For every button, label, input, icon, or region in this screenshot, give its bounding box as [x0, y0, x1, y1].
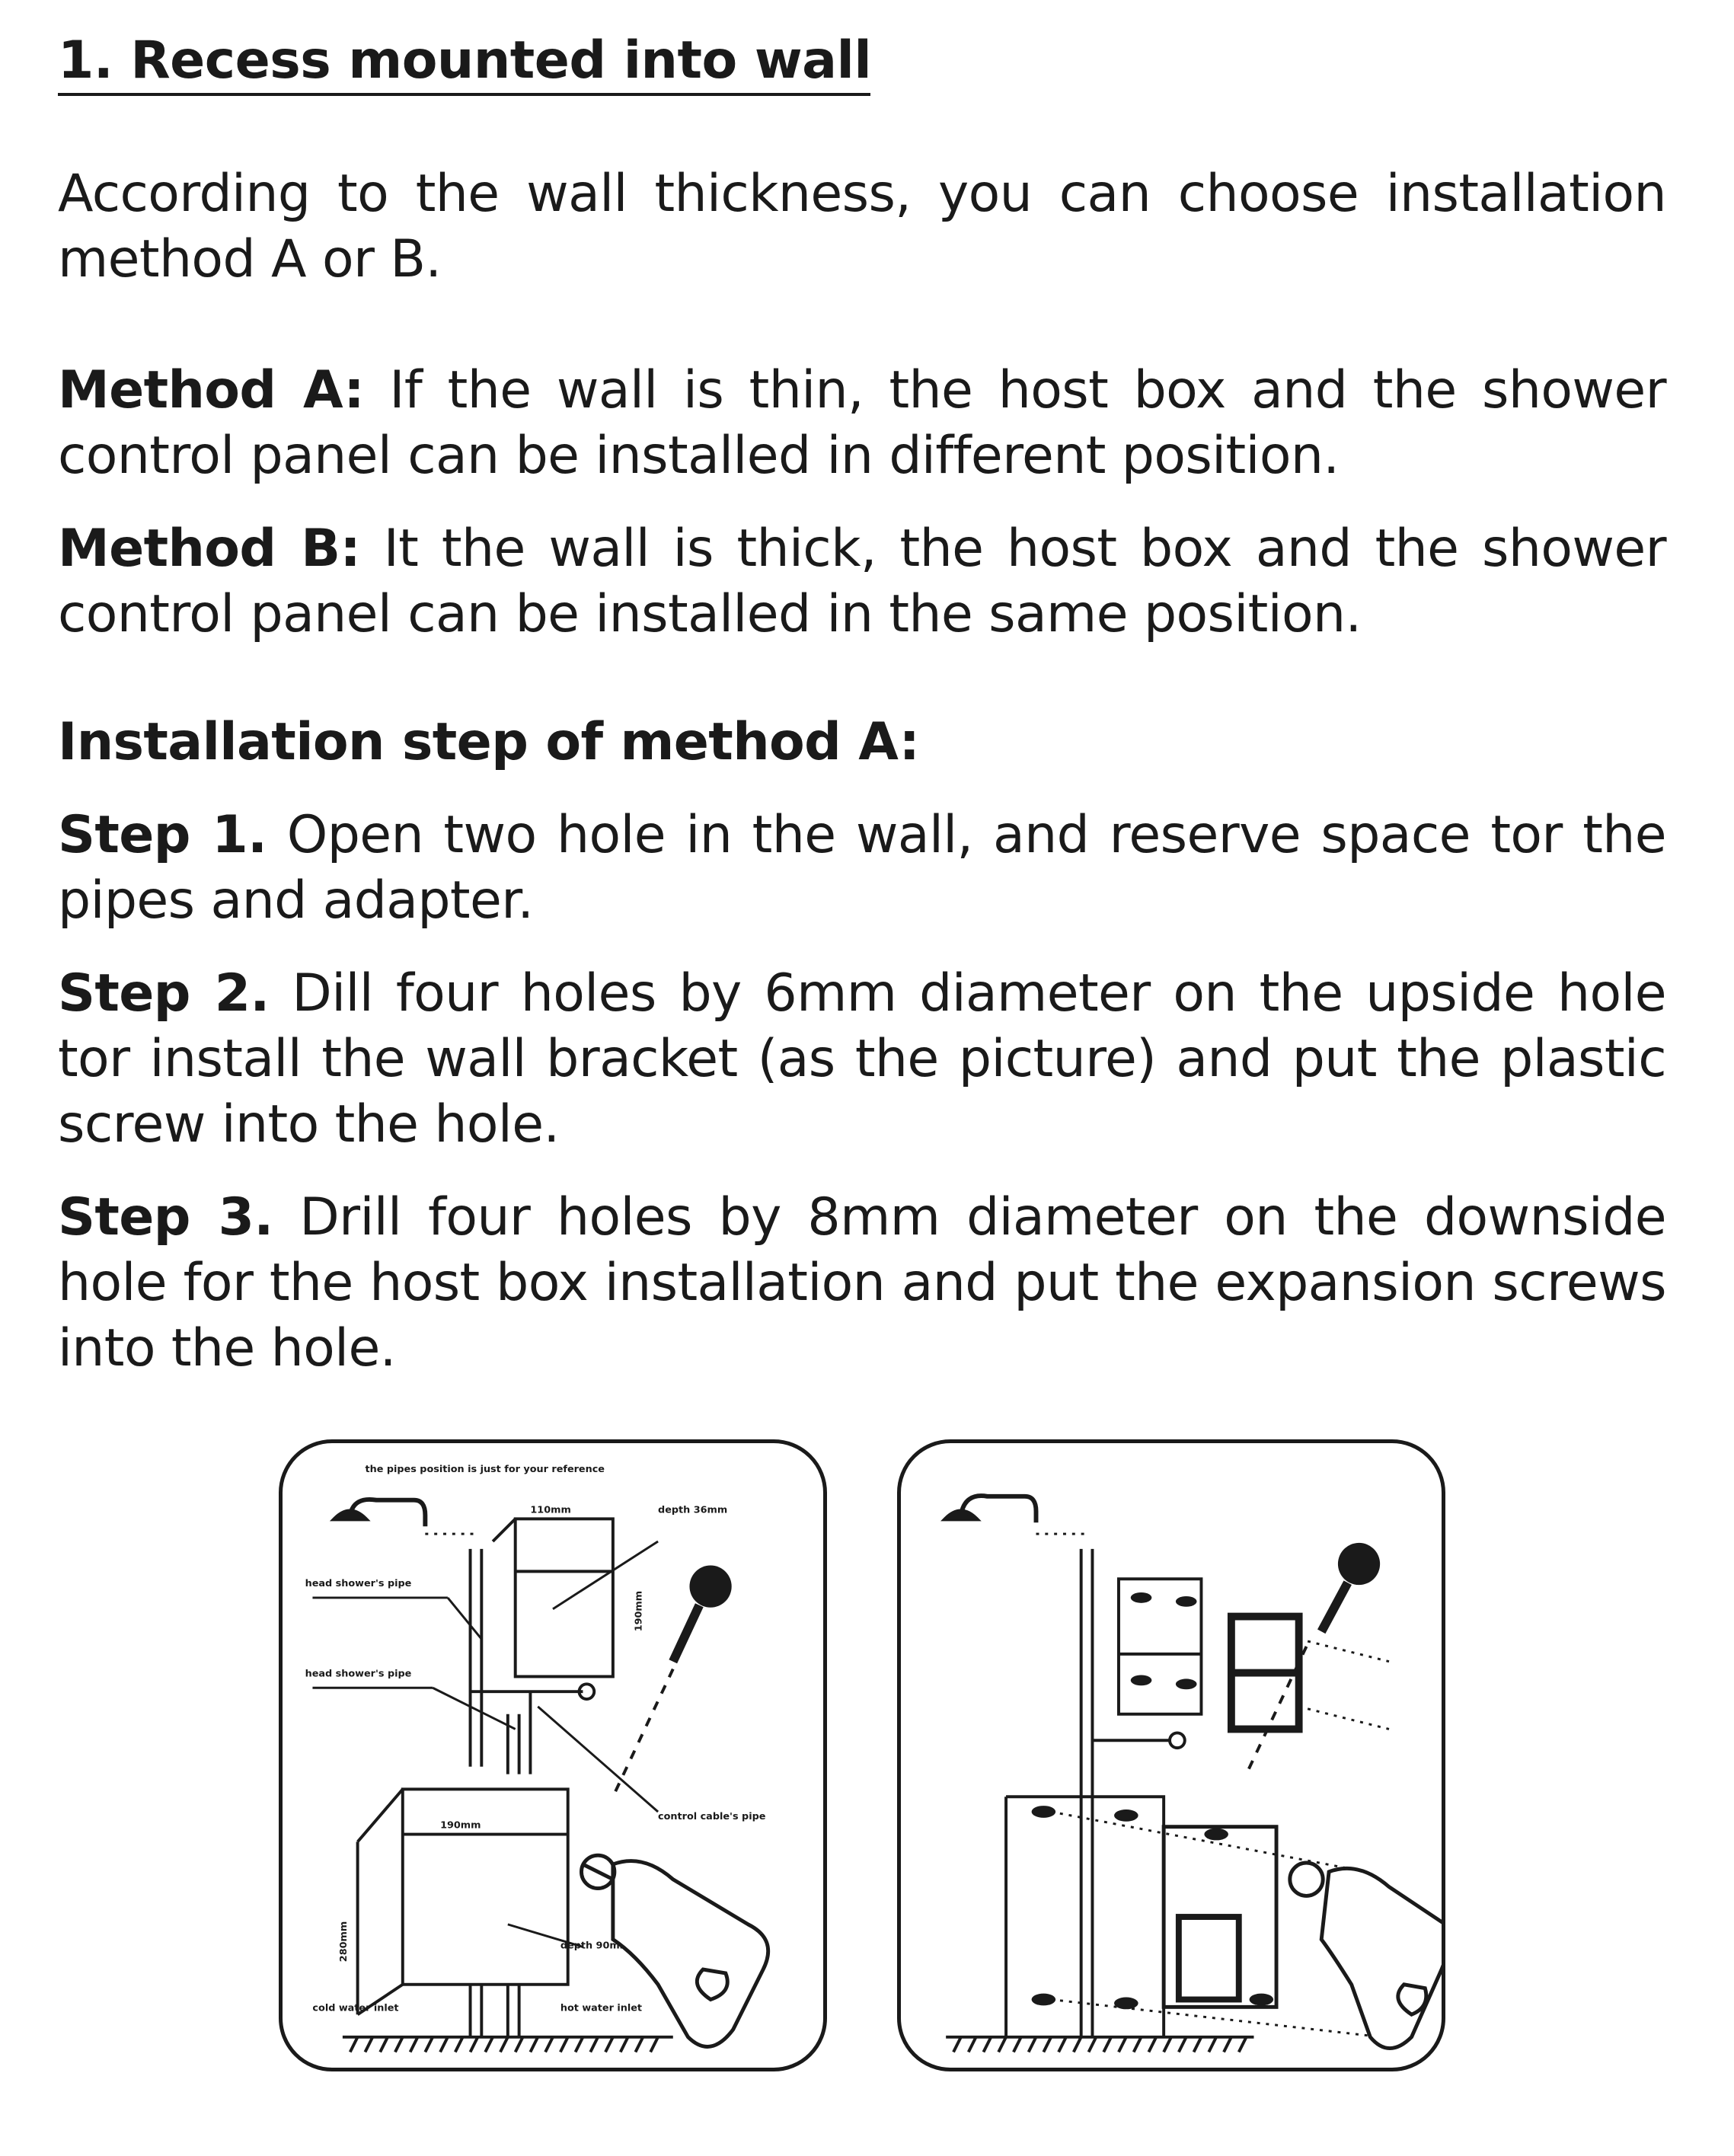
dim-height-top: 190mm — [633, 1591, 644, 1631]
method-a-label: Method A: — [58, 360, 365, 420]
plastic-screws — [1130, 1592, 1197, 1690]
dim-depth-top: depth 36mm — [658, 1504, 727, 1516]
step-1-text: Open two hole in the wall, and reserve s… — [58, 805, 1667, 931]
step-1-paragraph: Step 1. Open two hole in the wall, and r… — [58, 803, 1667, 934]
method-a-paragraph: Method A: If the wall is thin, the host … — [58, 358, 1667, 489]
step-1-label: Step 1. — [58, 805, 267, 865]
method-b-diagram — [897, 1439, 1445, 2071]
pipes — [1079, 1548, 1186, 2037]
label-control-cable: control cable's pipe — [658, 1811, 766, 1822]
dim-height-bottom: 280mm — [338, 1921, 350, 1962]
dim-width-bottom: 190mm — [440, 1820, 481, 1832]
hand-shower-icon — [1244, 1542, 1381, 1775]
step-3-label: Step 3. — [58, 1187, 273, 1247]
step-3-text: Drill four holes by 8mm diameter on the … — [58, 1187, 1667, 1378]
install-heading: Installation step of method A: — [58, 712, 920, 772]
dim-width-top: 110mm — [530, 1504, 570, 1516]
shower-head-icon — [940, 1493, 1039, 1523]
expansion-screws — [1031, 1806, 1274, 2010]
step-2-paragraph: Step 2. Dill four holes by 6mm diameter … — [58, 961, 1667, 1158]
section-heading: 1. Recess mounted into wall — [58, 30, 872, 91]
host-box — [1161, 1825, 1279, 2009]
label-cold-inlet: cold water inlet — [312, 2002, 398, 2014]
step-2-label: Step 2. — [58, 963, 270, 1024]
method-b-paragraph: Method B: It the wall is thick, the host… — [58, 516, 1667, 647]
lower-recess-box — [356, 1787, 570, 2016]
label-head-pipe-2: head shower's pipe — [305, 1668, 412, 1679]
floor-hatch — [946, 2035, 1254, 2053]
method-b-text: It the wall is thick, the host box and t… — [58, 519, 1667, 644]
upper-recess-box — [491, 1517, 615, 1678]
drill-icon — [1288, 1861, 1442, 2050]
heading-underline — [58, 93, 870, 96]
host-box-wall — [1004, 1795, 1166, 2037]
wall-bracket — [1117, 1577, 1203, 1716]
inlet-pipes — [468, 1984, 521, 2037]
label-head-pipe-1: head shower's pipe — [305, 1578, 412, 1589]
method-b-label: Method B: — [58, 519, 361, 579]
hand-shower-icon — [612, 1565, 732, 1798]
dim-depth-bottom: depth 90mm — [560, 1940, 630, 1951]
method-a-illustration: the pipes position is just for your refe… — [305, 1464, 771, 2053]
control-panel — [1227, 1612, 1303, 1733]
step-2-text: Dill four holes by 6mm diameter on the u… — [58, 963, 1667, 1155]
floor-hatch — [342, 2035, 673, 2053]
method-a-diagram: the pipes position is just for your refe… — [279, 1439, 827, 2071]
method-a-text: If the wall is thin, the host box and th… — [58, 360, 1667, 486]
diagram-caption: the pipes position is just for your refe… — [365, 1464, 605, 1475]
pipes — [468, 1548, 596, 1774]
intro-paragraph: According to the wall thickness, you can… — [58, 164, 1667, 289]
label-hot-inlet: hot water inlet — [560, 2002, 642, 2014]
method-b-illustration — [940, 1493, 1442, 2053]
step-3-paragraph: Step 3. Drill four holes by 8mm diameter… — [58, 1185, 1667, 1381]
shower-head-icon — [329, 1496, 428, 1527]
drill-icon — [580, 1853, 771, 2049]
